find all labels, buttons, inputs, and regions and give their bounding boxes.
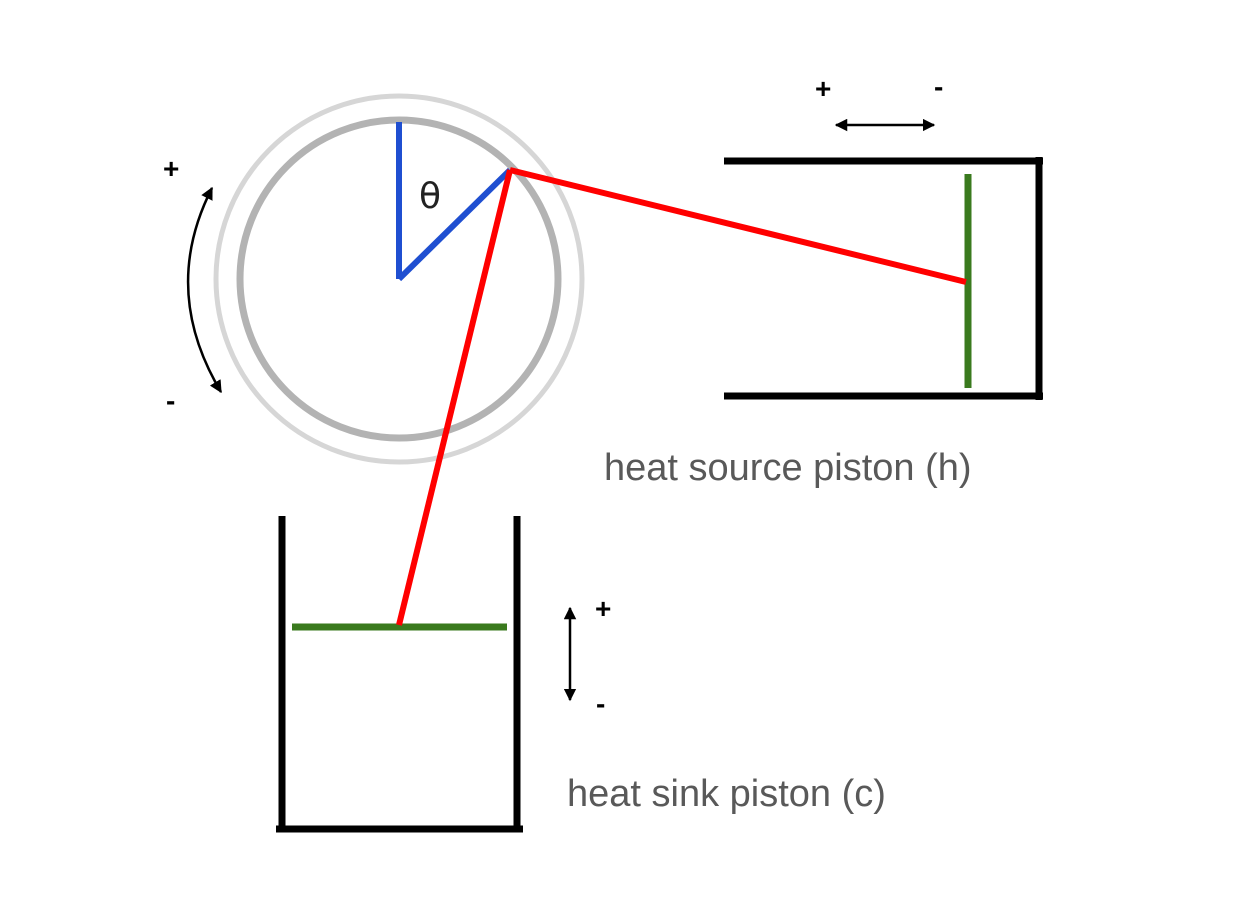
vertical-minus-sign: - — [596, 688, 605, 719]
crank-arm — [396, 122, 513, 282]
connecting-rods — [396, 167, 967, 626]
heat-sink-caption: heat sink piston (c) — [567, 773, 886, 815]
rotation-plus-sign: + — [163, 153, 179, 184]
rotation-arrow — [186, 186, 223, 394]
heat-sink-cylinder — [276, 516, 523, 833]
heat-source-connecting-rod — [509, 167, 967, 285]
heat-source-cylinder — [724, 157, 1043, 400]
vertical-plus-sign: + — [595, 593, 611, 624]
heat-sink-connecting-rod — [396, 169, 513, 626]
rotation-minus-sign: - — [166, 385, 175, 416]
heat-source-caption: heat source piston (h) — [604, 447, 972, 489]
theta-label: θ — [419, 176, 441, 217]
horizontal-plus-sign: + — [815, 73, 831, 104]
crank-radius-line — [396, 167, 513, 282]
horizontal-minus-sign: - — [934, 71, 943, 102]
flywheel-inner-ring — [236, 116, 562, 442]
